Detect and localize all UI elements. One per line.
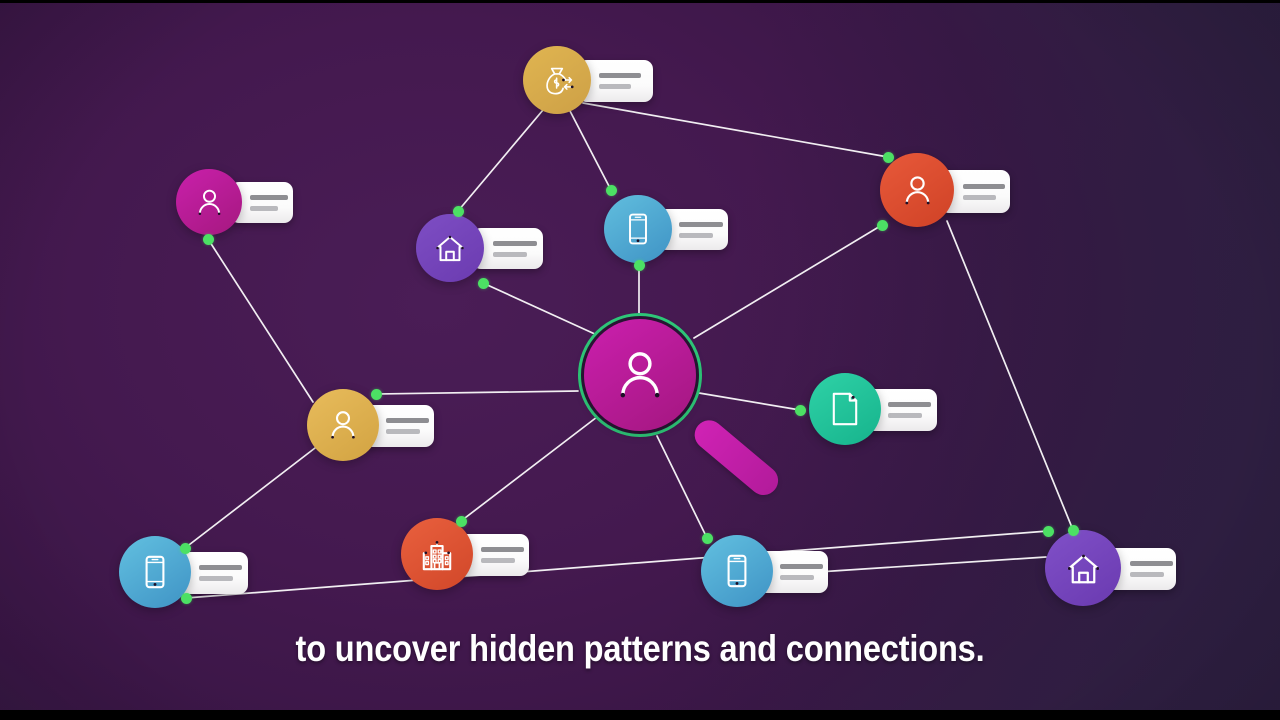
graph-node-home-purple-bottom[interactable] <box>1045 530 1121 606</box>
edge-connector-dot <box>455 515 467 527</box>
card-text-line-primary <box>599 73 641 78</box>
card-text-line-secondary <box>199 576 233 581</box>
graph-node-person-gold[interactable] <box>307 389 379 461</box>
card-text-line-secondary <box>780 575 814 580</box>
house-icon <box>431 229 469 267</box>
smartphone-icon <box>619 210 657 248</box>
hub-selection-ring <box>578 313 702 437</box>
graph-edge <box>207 238 314 403</box>
edge-connector-dot <box>179 542 191 554</box>
graph-edge <box>460 416 598 522</box>
graph-node-phone-blue-bottom[interactable] <box>701 535 773 607</box>
office-building-icon <box>417 534 457 574</box>
smartphone-icon <box>135 552 175 592</box>
graph-node-person-orange[interactable] <box>880 153 954 227</box>
graph-edge <box>375 390 579 395</box>
card-text-line-secondary <box>888 413 922 418</box>
graph-edge <box>582 102 889 158</box>
card-text-line-primary <box>199 565 242 570</box>
card-text-line-secondary <box>386 429 420 434</box>
person-icon <box>897 170 938 211</box>
edge-connector-dot <box>882 151 894 163</box>
card-text-line-secondary <box>599 84 631 89</box>
card-text-line-secondary <box>250 205 278 211</box>
edge-connector-dot <box>370 388 382 400</box>
graph-edge <box>946 220 1074 531</box>
card-text-line-primary <box>780 564 823 569</box>
edge-connector-dot <box>202 233 214 245</box>
card-text-line-primary <box>679 221 723 227</box>
card-text-line-primary <box>963 183 1005 189</box>
graph-edge <box>184 447 316 549</box>
card-text-line-primary <box>386 418 429 423</box>
edge-connector-dot <box>633 259 645 271</box>
graph-edge <box>693 224 883 339</box>
house-icon <box>1062 547 1105 590</box>
person-icon <box>191 184 228 221</box>
edge-connector-dot <box>605 184 617 196</box>
graph-node-home-purple-top[interactable] <box>416 214 484 282</box>
card-text-line-primary <box>493 240 537 246</box>
graph-edge <box>569 110 612 191</box>
graph-edge <box>656 435 708 539</box>
person-icon <box>323 405 363 445</box>
card-text-line-secondary <box>679 232 713 238</box>
card-text-line-primary <box>481 547 524 552</box>
money-bag-transfer-icon <box>538 61 576 99</box>
card-text-line-secondary <box>963 194 996 200</box>
graph-node-phone-blue-bottomleft[interactable] <box>119 536 191 608</box>
graph-edge <box>457 109 544 212</box>
person-icon <box>607 342 673 408</box>
graph-node-money-transfer[interactable] <box>523 46 591 114</box>
smartphone-icon <box>717 551 757 591</box>
document-icon <box>825 389 865 429</box>
graph-node-phone-blue-top[interactable] <box>604 195 672 263</box>
graph-edge <box>185 530 1049 599</box>
edge-connector-dot <box>794 404 806 416</box>
graph-edge <box>482 282 598 336</box>
edge-connector-dot <box>180 592 192 604</box>
caption-text: to uncover hidden patterns and connectio… <box>295 628 985 669</box>
graph-node-hub-central-subject[interactable] <box>584 319 696 431</box>
card-text-line-secondary <box>1130 572 1164 577</box>
edge-connector-dot <box>452 205 464 217</box>
letterbox-top <box>0 0 1280 3</box>
edge-connector-dot <box>1067 524 1079 536</box>
graph-node-person-magenta[interactable] <box>176 169 242 235</box>
graph-edge <box>698 392 801 411</box>
edge-connector-dot <box>876 219 888 231</box>
graph-node-building-orange[interactable] <box>401 518 473 590</box>
edge-connector-dot <box>701 532 713 544</box>
card-text-line-primary <box>888 402 931 407</box>
graph-node-document-teal[interactable] <box>809 373 881 445</box>
edge-connector-dot <box>1042 525 1054 537</box>
card-text-line-secondary <box>493 251 527 257</box>
card-text-line-primary <box>250 194 288 200</box>
card-text-line-secondary <box>481 558 515 563</box>
edge-connector-dot <box>477 277 489 289</box>
card-text-line-primary <box>1130 561 1173 566</box>
letterbox-bottom <box>0 710 1280 720</box>
